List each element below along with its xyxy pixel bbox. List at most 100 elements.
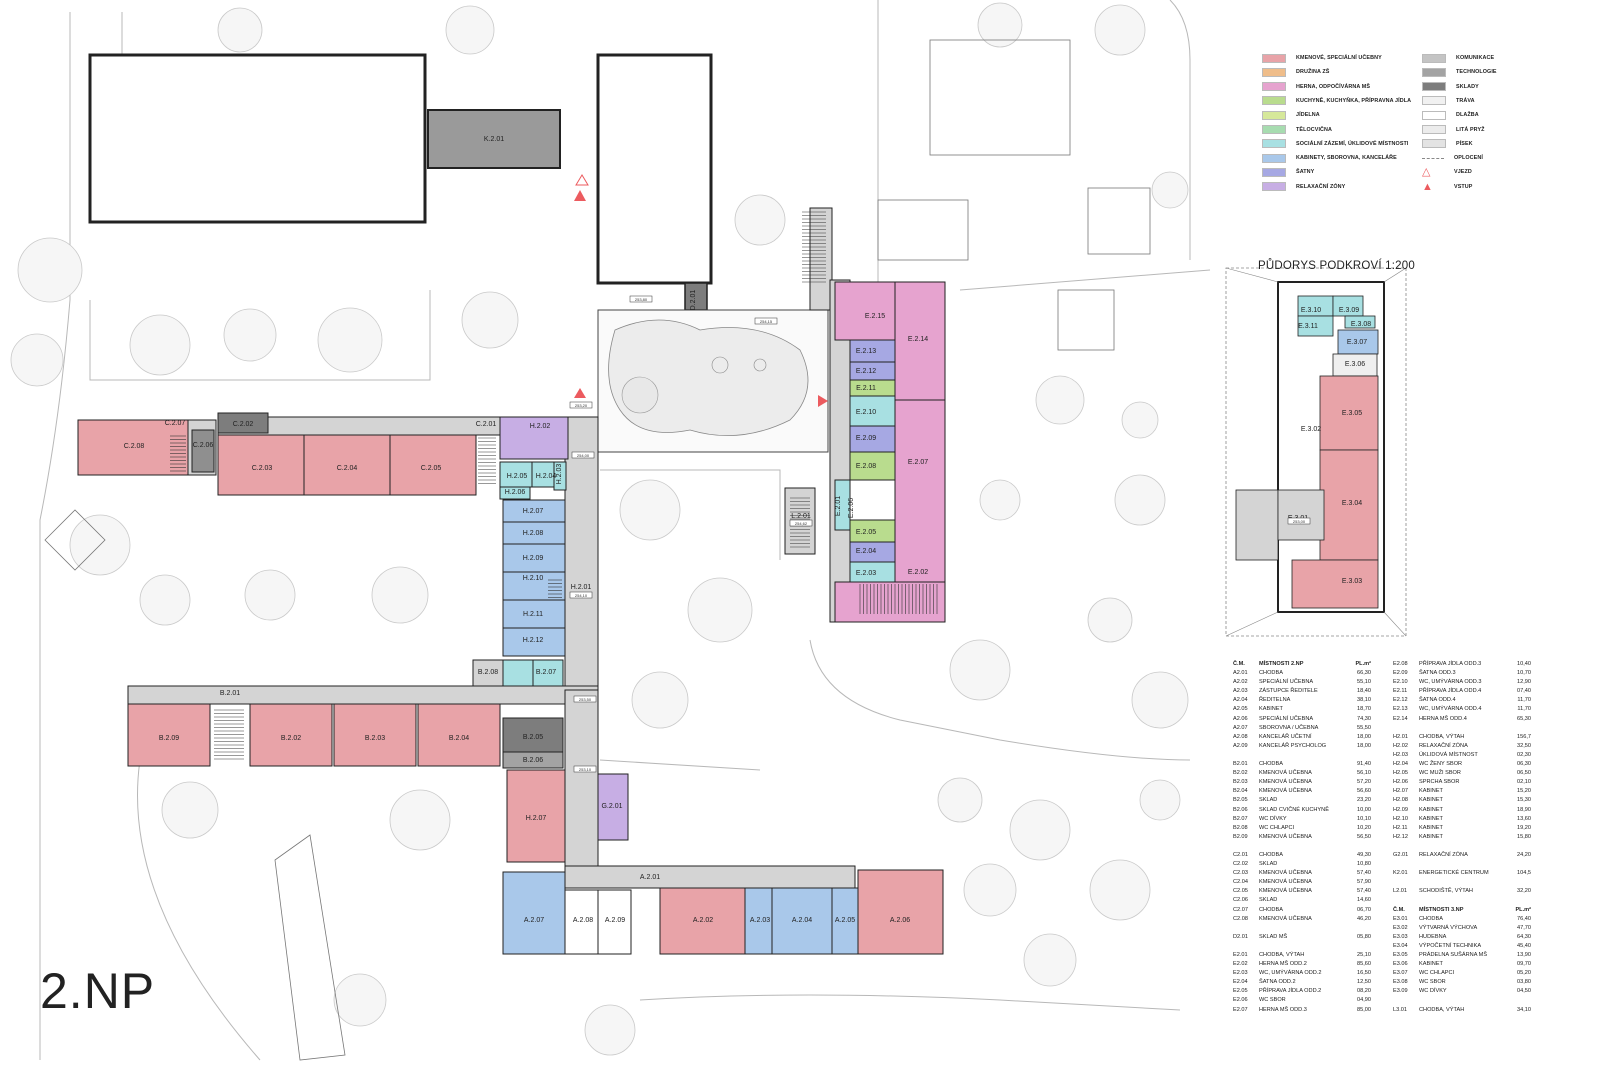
table-cell: KMENOVÁ UČEBNA [1259,779,1312,786]
table-cell: SKLAD [1259,861,1278,868]
table-cell: 57,40 [1357,870,1371,877]
table-cell: H2.05 [1393,770,1408,777]
table-cell: SCHODIŠTĚ, VÝTAH [1419,888,1473,895]
table-cell: KABINET [1419,961,1443,968]
table-cell: ŠATNA ODD.2 [1259,979,1296,986]
room-label: E.2.14 [908,336,928,343]
sports-halls [88,53,713,311]
swatch-icon [1262,125,1286,134]
table-cell: ENERGETICKÉ CENTRUM [1419,870,1489,877]
table-cell: 76,40 [1517,915,1531,922]
table-cell: 05,80 [1357,933,1371,940]
table-cell: A2.07 [1233,724,1248,731]
table-cell: SPECIÁLNÍ UČEBNA [1259,715,1314,722]
legend-item: HERNA, ODPOČÍVÁRNA MŠ [1262,81,1370,93]
table-cell: 34,10 [1517,1006,1531,1013]
table-cell: 85,60 [1357,961,1371,968]
table-cell: B2.03 [1233,779,1248,786]
table-cell: 16,50 [1357,970,1371,977]
table-cell: 55,50 [1357,724,1371,731]
table-cell: E2.02 [1233,961,1248,968]
table-cell: 104,5 [1517,870,1531,877]
table-cell: CHODBA [1259,670,1283,677]
table-cell: 10,70 [1517,670,1531,677]
room-label: E.2.15 [865,313,885,320]
table-cell: E2.03 [1233,970,1248,977]
table-cell: 66,30 [1357,670,1371,677]
table-cell: E2.13 [1393,706,1408,713]
table-cell: SKLAD [1259,797,1278,804]
table-cell: 05,20 [1517,970,1531,977]
site-lines [39,0,1211,1061]
table-cell: C2.08 [1233,915,1248,922]
table-cell: 11,70 [1517,697,1531,704]
table-cell: C2.04 [1233,879,1248,886]
swatch-icon [1262,167,1286,177]
room-label: H.2.07 [523,508,544,515]
room-label: E.2.07 [908,459,928,466]
table-cell: B2.08 [1233,824,1248,831]
table-cell: E3.05 [1393,952,1408,958]
table-cell: 03,80 [1517,979,1531,986]
table-cell: CHODBA, VÝTAH [1419,1006,1465,1013]
room-label: H.2.06 [505,489,526,496]
table-row: B2.05 SKLAD 23,20 [1233,796,1371,805]
table-cell: L2.01 [1393,888,1407,895]
room-label: E.3.06 [1345,361,1365,368]
table-cell: A2.09 [1233,742,1248,749]
room-label: H.2.10 [523,575,544,582]
table-cell: KABINET [1419,797,1443,804]
room-label: D.2.01 [690,290,697,311]
legend-label: TECHNOLOGIE [1456,69,1497,76]
table-cell: D2.01 [1233,933,1248,940]
table-gap [1393,724,1531,733]
legend-item: DRUŽINA ZŠ [1262,66,1329,78]
table-cell: B2.02 [1233,770,1248,777]
table-cell: HERNA MŠ ODD.4 [1419,715,1467,722]
table-cell: B2.05 [1233,797,1248,804]
legend-label: LITÁ PRYŽ [1456,126,1485,133]
room-label: E.2.08 [856,463,876,470]
room-label: H.2.07 [526,815,547,822]
table-cell: E3.02 [1393,924,1408,931]
rooms [77,281,946,955]
table-cell: KMENOVÁ UČEBNA [1259,879,1312,886]
table-cell: HUDEBNA [1419,933,1447,940]
table-cell: 10,80 [1357,861,1371,868]
table-cell: KABINET [1419,833,1443,840]
table-cell: E2.01 [1233,952,1248,958]
table-cell: CHODBA [1259,906,1283,913]
table-gap [1393,842,1531,851]
room-label: H.2.11 [523,611,543,618]
playground [597,309,829,453]
table-cell: 18,90 [1517,806,1531,813]
room-label: E.2.06 [848,498,855,518]
table-cell: 65,30 [1517,715,1531,722]
table-cell: H2.03 [1393,751,1408,758]
room-label: E.2.02 [908,569,928,576]
table-cell: 06,70 [1357,906,1371,913]
table-cell: 10,20 [1357,824,1371,831]
table-cell: KMENOVÁ UČEBNA [1259,788,1312,795]
table-cell: 23,20 [1357,797,1371,804]
table-cell: E3.09 [1393,988,1408,995]
table-cell: WC MUŽI SBOR [1419,770,1461,777]
table-cell: Č.M. [1233,661,1245,667]
triangle-filled-icon: ▲ [1422,180,1433,193]
level-tags: 253,80 254,15 253,20 254,10 253,10 254,0… [569,295,1311,773]
